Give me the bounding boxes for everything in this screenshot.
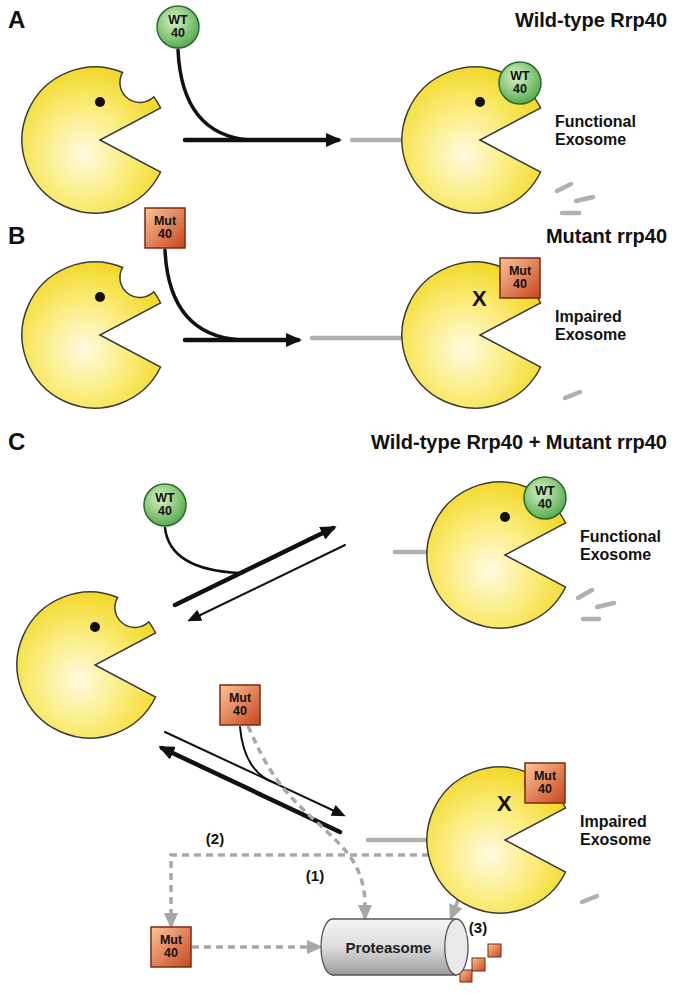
panel-title: Wild-type Rrp40 (515, 9, 667, 32)
reaction-arrow (185, 138, 338, 143)
node-label: Mut 40 (528, 770, 562, 796)
mut-rrp40-square: Mut 40 (150, 926, 192, 968)
rna-fragment (583, 617, 599, 622)
degradation-arrow (171, 855, 429, 926)
peptide-fragment (472, 958, 485, 971)
node-label: WT 40 (150, 492, 180, 518)
exosome-shape (17, 592, 156, 738)
node-label: X (472, 286, 487, 312)
mut-square (145, 208, 185, 248)
mut-square (220, 685, 260, 725)
exosome-shape: Functional ExosomeWT 40 (400, 65, 550, 215)
active-site-dot (500, 512, 510, 522)
node-label: Functional Exosome (555, 113, 647, 150)
panel-title: Wild-type Rrp40 + Mutant rrp40 (371, 431, 667, 454)
active-site-dot (95, 292, 105, 302)
exosome-shape: XImpaired ExosomeMut 40 (400, 260, 550, 410)
degradation-arrow (451, 900, 458, 918)
pathway-number: (1) (304, 867, 326, 884)
node-label: Impaired Exosome (580, 813, 672, 850)
mut-rrp40-square: Mut 40 (144, 207, 186, 249)
active-site-dot (475, 97, 485, 107)
panel-title: Mutant rrp40 (546, 225, 667, 248)
reaction-arrow (240, 727, 275, 783)
rna-fragment (557, 184, 571, 191)
exosome-outline (402, 67, 541, 213)
node-label: Functional Exosome (580, 528, 672, 565)
rna-strand (312, 140, 434, 840)
peptide-fragment (488, 944, 501, 957)
mut-rrp40-square: Mut 40 (499, 257, 541, 299)
wt-rrp40-circle: WT 40 (156, 5, 200, 49)
rna-fragment (578, 590, 592, 598)
node-label: Mut 40 (223, 692, 257, 718)
exosome-outline (427, 767, 566, 913)
panel-letter: A (8, 6, 25, 34)
exosome-outline (17, 592, 156, 738)
cylinder-face (445, 919, 468, 975)
node-label: WT 40 (530, 485, 560, 511)
wt-circle (524, 477, 566, 519)
mut-square (151, 927, 191, 967)
rna-strand (368, 838, 434, 843)
mut-square (525, 763, 565, 803)
rna-fragment (562, 211, 579, 216)
exosome-shape: Functional ExosomeWT 40 (425, 480, 575, 630)
pathway-number: (2) (204, 830, 226, 847)
degradation-arrow (192, 945, 320, 949)
exosome-outline (22, 262, 161, 408)
node-label: Mut 40 (154, 934, 188, 960)
node-label: Mut 40 (148, 215, 182, 241)
rna-fragment (565, 392, 580, 398)
exosome-outline (427, 482, 566, 628)
free-exosome (17, 67, 161, 738)
mut-rrp40-square: Mut 40 (524, 762, 566, 804)
wt-rrp40-circle: WT 40 (523, 476, 567, 520)
exosome-shape: XImpaired ExosomeMut 40 (425, 765, 575, 915)
reaction-arrow (162, 50, 345, 832)
proteasome-cylinder: Proteasome (320, 918, 469, 976)
mut-rrp40-square: Mut 40 (219, 684, 261, 726)
degradation-arrow (248, 726, 365, 918)
node-label: Mut 40 (503, 265, 537, 291)
rna-strand (312, 336, 410, 341)
reaction-arrow (178, 50, 250, 140)
wt-circle (499, 62, 541, 104)
exosome-outline (22, 67, 161, 213)
node-label: WT 40 (505, 70, 535, 96)
cylinder-side (333, 919, 457, 975)
exosome-shape (22, 262, 161, 408)
node-label: Impaired Exosome (555, 308, 647, 345)
panel-letter: B (8, 222, 25, 250)
reaction-arrow (165, 250, 240, 340)
reaction-arrow (190, 545, 345, 620)
mut-square (500, 258, 540, 298)
exosome-shape (22, 67, 161, 213)
panel-letter: C (8, 428, 25, 456)
exosome-outline (402, 262, 541, 408)
wt-rrp40-circle: WT 40 (498, 61, 542, 105)
pathway-number: (3) (467, 919, 489, 936)
rna-fragment (582, 896, 597, 902)
wt-rrp40-circle: WT 40 (143, 483, 187, 527)
node-label: X (497, 791, 512, 817)
reaction-arrow (165, 528, 240, 573)
active-site-dot (95, 97, 105, 107)
cylinder-body (333, 919, 457, 975)
node-label: WT 40 (163, 14, 193, 40)
node-label: Proteasome (346, 939, 432, 956)
rna-fragment (576, 197, 593, 201)
rna-fragment (597, 603, 614, 607)
reaction-arrow (165, 732, 343, 815)
wt-circle (144, 484, 186, 526)
active-site-dot (90, 622, 100, 632)
wt-circle (157, 6, 199, 48)
